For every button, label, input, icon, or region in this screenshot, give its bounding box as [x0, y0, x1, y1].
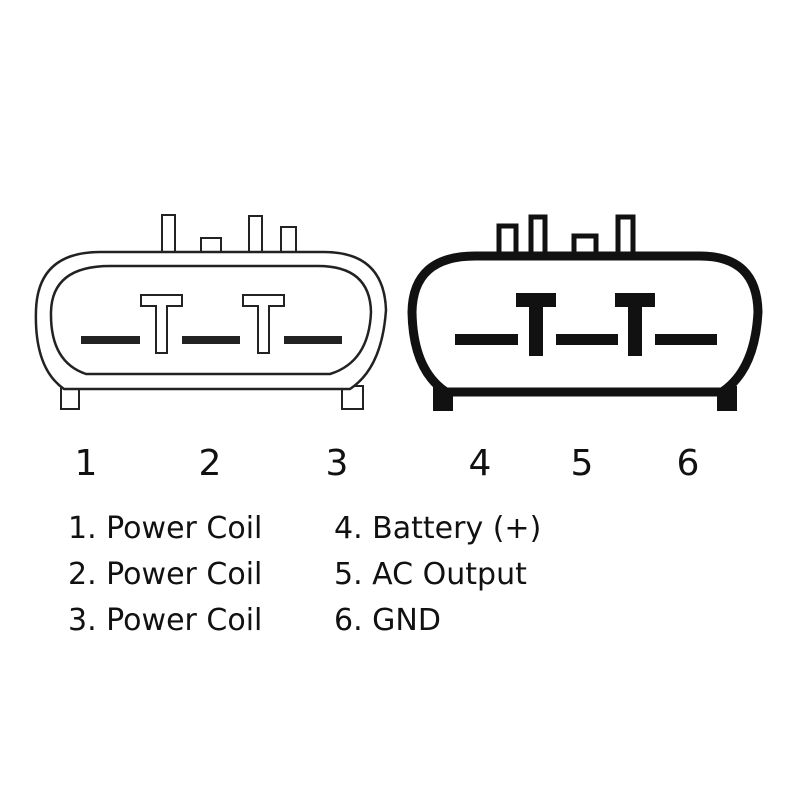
connector-left-key-bar: [284, 336, 342, 344]
connector-right-key-bar: [655, 334, 717, 345]
pin-number-3: 3: [325, 443, 349, 484]
legend-item: 5. AC Output: [334, 557, 527, 592]
connector-right-key-bar: [556, 334, 618, 345]
legend-item: 1. Power Coil: [68, 511, 263, 546]
pin-number-6: 6: [676, 443, 700, 484]
connector-left-housing-inner: [49, 264, 373, 376]
connector-right-prong: [528, 214, 548, 259]
connector-left-key-bar: [81, 336, 140, 344]
legend-right-column: 4. Battery (+) 5. AC Output 6. GND: [334, 506, 541, 644]
pin-number-5: 5: [570, 443, 594, 484]
legend-item: 6. GND: [334, 603, 441, 638]
connector-left-prong: [200, 237, 222, 253]
connector-right-housing: [407, 251, 763, 397]
connector-left-prong: [280, 226, 297, 253]
legend-left-column: 1. Power Coil 2. Power Coil 3. Power Coi…: [68, 506, 262, 644]
legend-item: 3. Power Coil: [68, 603, 263, 638]
pin-number-4: 4: [468, 443, 492, 484]
legend-item: 4. Battery (+): [334, 511, 542, 546]
connector-right-terminal-t: [516, 293, 556, 356]
connector-right-prong: [615, 214, 636, 259]
connector-left-housing-outer: [34, 250, 388, 391]
connector-left-terminal-t: [140, 294, 183, 354]
connector-left-key-bar: [182, 336, 240, 344]
pin-number-2: 2: [198, 443, 222, 484]
connector-left-terminal-t: [242, 294, 285, 354]
connector-right-terminal-t: [615, 293, 655, 356]
connector-left-prong: [161, 214, 176, 253]
pin-number-1: 1: [74, 443, 98, 484]
connector-right-key-bar: [455, 334, 518, 345]
connector-left-prong: [248, 215, 263, 253]
connector-right: [407, 214, 763, 411]
connector-left: [34, 214, 388, 410]
legend-item: 2. Power Coil: [68, 557, 263, 592]
